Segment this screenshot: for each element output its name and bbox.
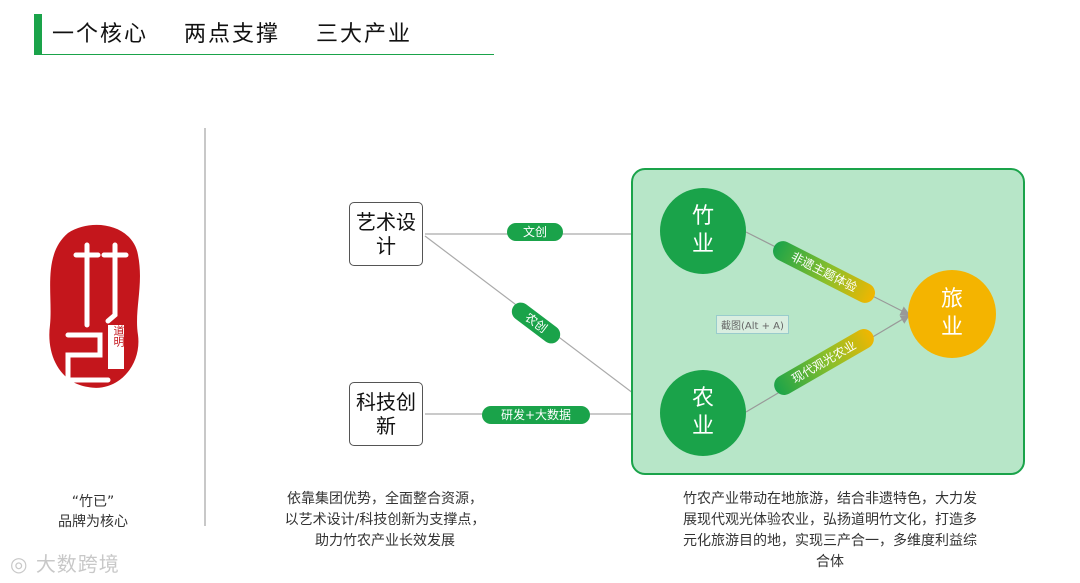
pill-wenchuang: 文创 bbox=[507, 223, 563, 241]
right-desc-line: 元化旅游目的地，实现三产合一，多维度利益综 bbox=[683, 533, 977, 549]
screenshot-tooltip: 截图(Alt + A) bbox=[716, 315, 789, 334]
brand-logo bbox=[38, 215, 148, 400]
right-desc-line: 合体 bbox=[816, 554, 844, 570]
title-underline bbox=[34, 54, 494, 55]
middle-desc-line: 以艺术设计/科技创新为支撑点， bbox=[284, 512, 486, 528]
pill-research: 研发+大数据 bbox=[482, 406, 590, 424]
title-accent-bar bbox=[34, 14, 42, 54]
logo-seal-text: 道明 bbox=[112, 325, 125, 347]
watermark-text: 大数跨境 bbox=[35, 552, 120, 576]
middle-desc-line: 助力竹农产业长效发展 bbox=[315, 533, 455, 549]
right-desc-line: 竹农产业带动在地旅游，结合非遗特色，大力发 bbox=[683, 491, 977, 507]
circle-agriculture-industry: 农业 bbox=[660, 370, 746, 456]
circle-tourism-label: 旅业 bbox=[940, 287, 963, 340]
box-art-design: 艺术设计 bbox=[349, 202, 423, 266]
circle-tourism-industry: 旅业 bbox=[908, 270, 996, 358]
circle-bamboo-industry: 竹业 bbox=[660, 188, 746, 274]
logo-caption-line2: 品牌为核心 bbox=[58, 514, 128, 530]
box-tech-innovation: 科技创新 bbox=[349, 382, 423, 446]
middle-desc-line: 依靠集团优势，全面整合资源， bbox=[287, 491, 483, 507]
right-description: 竹农产业带动在地旅游，结合非遗特色，大力发 展现代观光体验农业，弘扬道明竹文化，… bbox=[642, 489, 1018, 573]
circle-bamboo-label: 竹业 bbox=[691, 204, 714, 257]
middle-description: 依靠集团优势，全面整合资源， 以艺术设计/科技创新为支撑点， 助力竹农产业长效发… bbox=[240, 489, 530, 552]
right-desc-line: 展现代观光体验农业，弘扬道明竹文化，打造多 bbox=[683, 512, 977, 528]
logo-caption: “竹已” 品牌为核心 bbox=[38, 492, 148, 532]
circle-agriculture-label: 农业 bbox=[691, 386, 714, 439]
section-divider bbox=[204, 128, 206, 526]
watermark: ◎ 大数跨境 bbox=[10, 548, 120, 577]
page-title: 一个核心 两点支撑 三大产业 bbox=[52, 22, 412, 47]
logo-caption-line1: “竹已” bbox=[71, 494, 115, 510]
watermark-icon: ◎ bbox=[10, 552, 36, 576]
